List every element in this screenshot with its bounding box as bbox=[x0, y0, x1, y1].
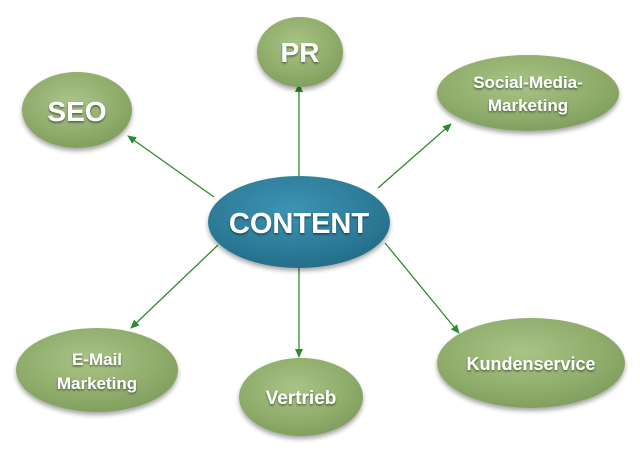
node-vertrieb: Vertrieb bbox=[239, 358, 363, 436]
node-social-media-marketing: Social-Media- Marketing bbox=[437, 55, 619, 131]
node-pr-bubble bbox=[257, 17, 343, 87]
node-kundenservice: Kundenservice bbox=[437, 318, 625, 408]
node-vertrieb-label: Vertrieb bbox=[266, 388, 337, 409]
node-pr: PR bbox=[257, 17, 343, 87]
arrow-to-seo bbox=[127, 135, 215, 198]
center-bubble bbox=[208, 176, 390, 268]
node-kunden-label: Kundenservice bbox=[466, 354, 595, 374]
node-pr-label: PR bbox=[281, 37, 320, 68]
node-email-bubble bbox=[16, 328, 178, 412]
center-label: CONTENT bbox=[229, 208, 369, 240]
node-seo-bubble bbox=[22, 72, 132, 148]
connector-arrows bbox=[127, 83, 460, 358]
arrow-to-email bbox=[130, 244, 219, 329]
node-social-label-line2: Marketing bbox=[488, 96, 568, 115]
node-seo-label: SEO bbox=[47, 96, 106, 127]
node-social-label-line1: Social-Media- bbox=[473, 73, 583, 92]
node-social-bubble bbox=[437, 55, 619, 131]
node-email-label-line1: E-Mail bbox=[72, 350, 122, 369]
arrow-to-kunden bbox=[384, 242, 460, 334]
node-email-marketing: E-Mail Marketing bbox=[16, 328, 178, 412]
node-vertrieb-bubble bbox=[239, 358, 363, 436]
node-kunden-bubble bbox=[437, 318, 625, 408]
arrow-to-social bbox=[377, 123, 452, 189]
node-content-center: CONTENT bbox=[208, 176, 390, 268]
node-email-label-line2: Marketing bbox=[57, 374, 137, 393]
node-seo: SEO bbox=[22, 72, 132, 148]
